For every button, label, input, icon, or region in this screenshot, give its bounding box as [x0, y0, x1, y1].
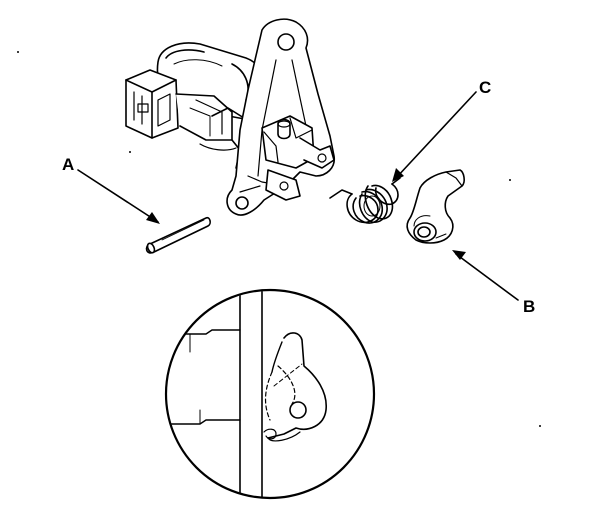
callout-label-c: C: [479, 78, 492, 97]
spring-icon: [329, 177, 401, 224]
leader-c: [395, 91, 477, 179]
motor-assembly-icon: [125, 42, 266, 169]
lever-icon: [406, 169, 465, 244]
leader-arrows: [77, 91, 519, 301]
callout-label-b: B: [523, 297, 536, 316]
mounting-bracket-icon: [226, 18, 336, 216]
detail-inset: [164, 288, 376, 500]
inset-circle: [164, 288, 376, 500]
leader-b: [455, 253, 519, 301]
leader-a: [77, 169, 159, 223]
callout-label-a: A: [62, 155, 75, 174]
pin-icon: [145, 216, 211, 254]
